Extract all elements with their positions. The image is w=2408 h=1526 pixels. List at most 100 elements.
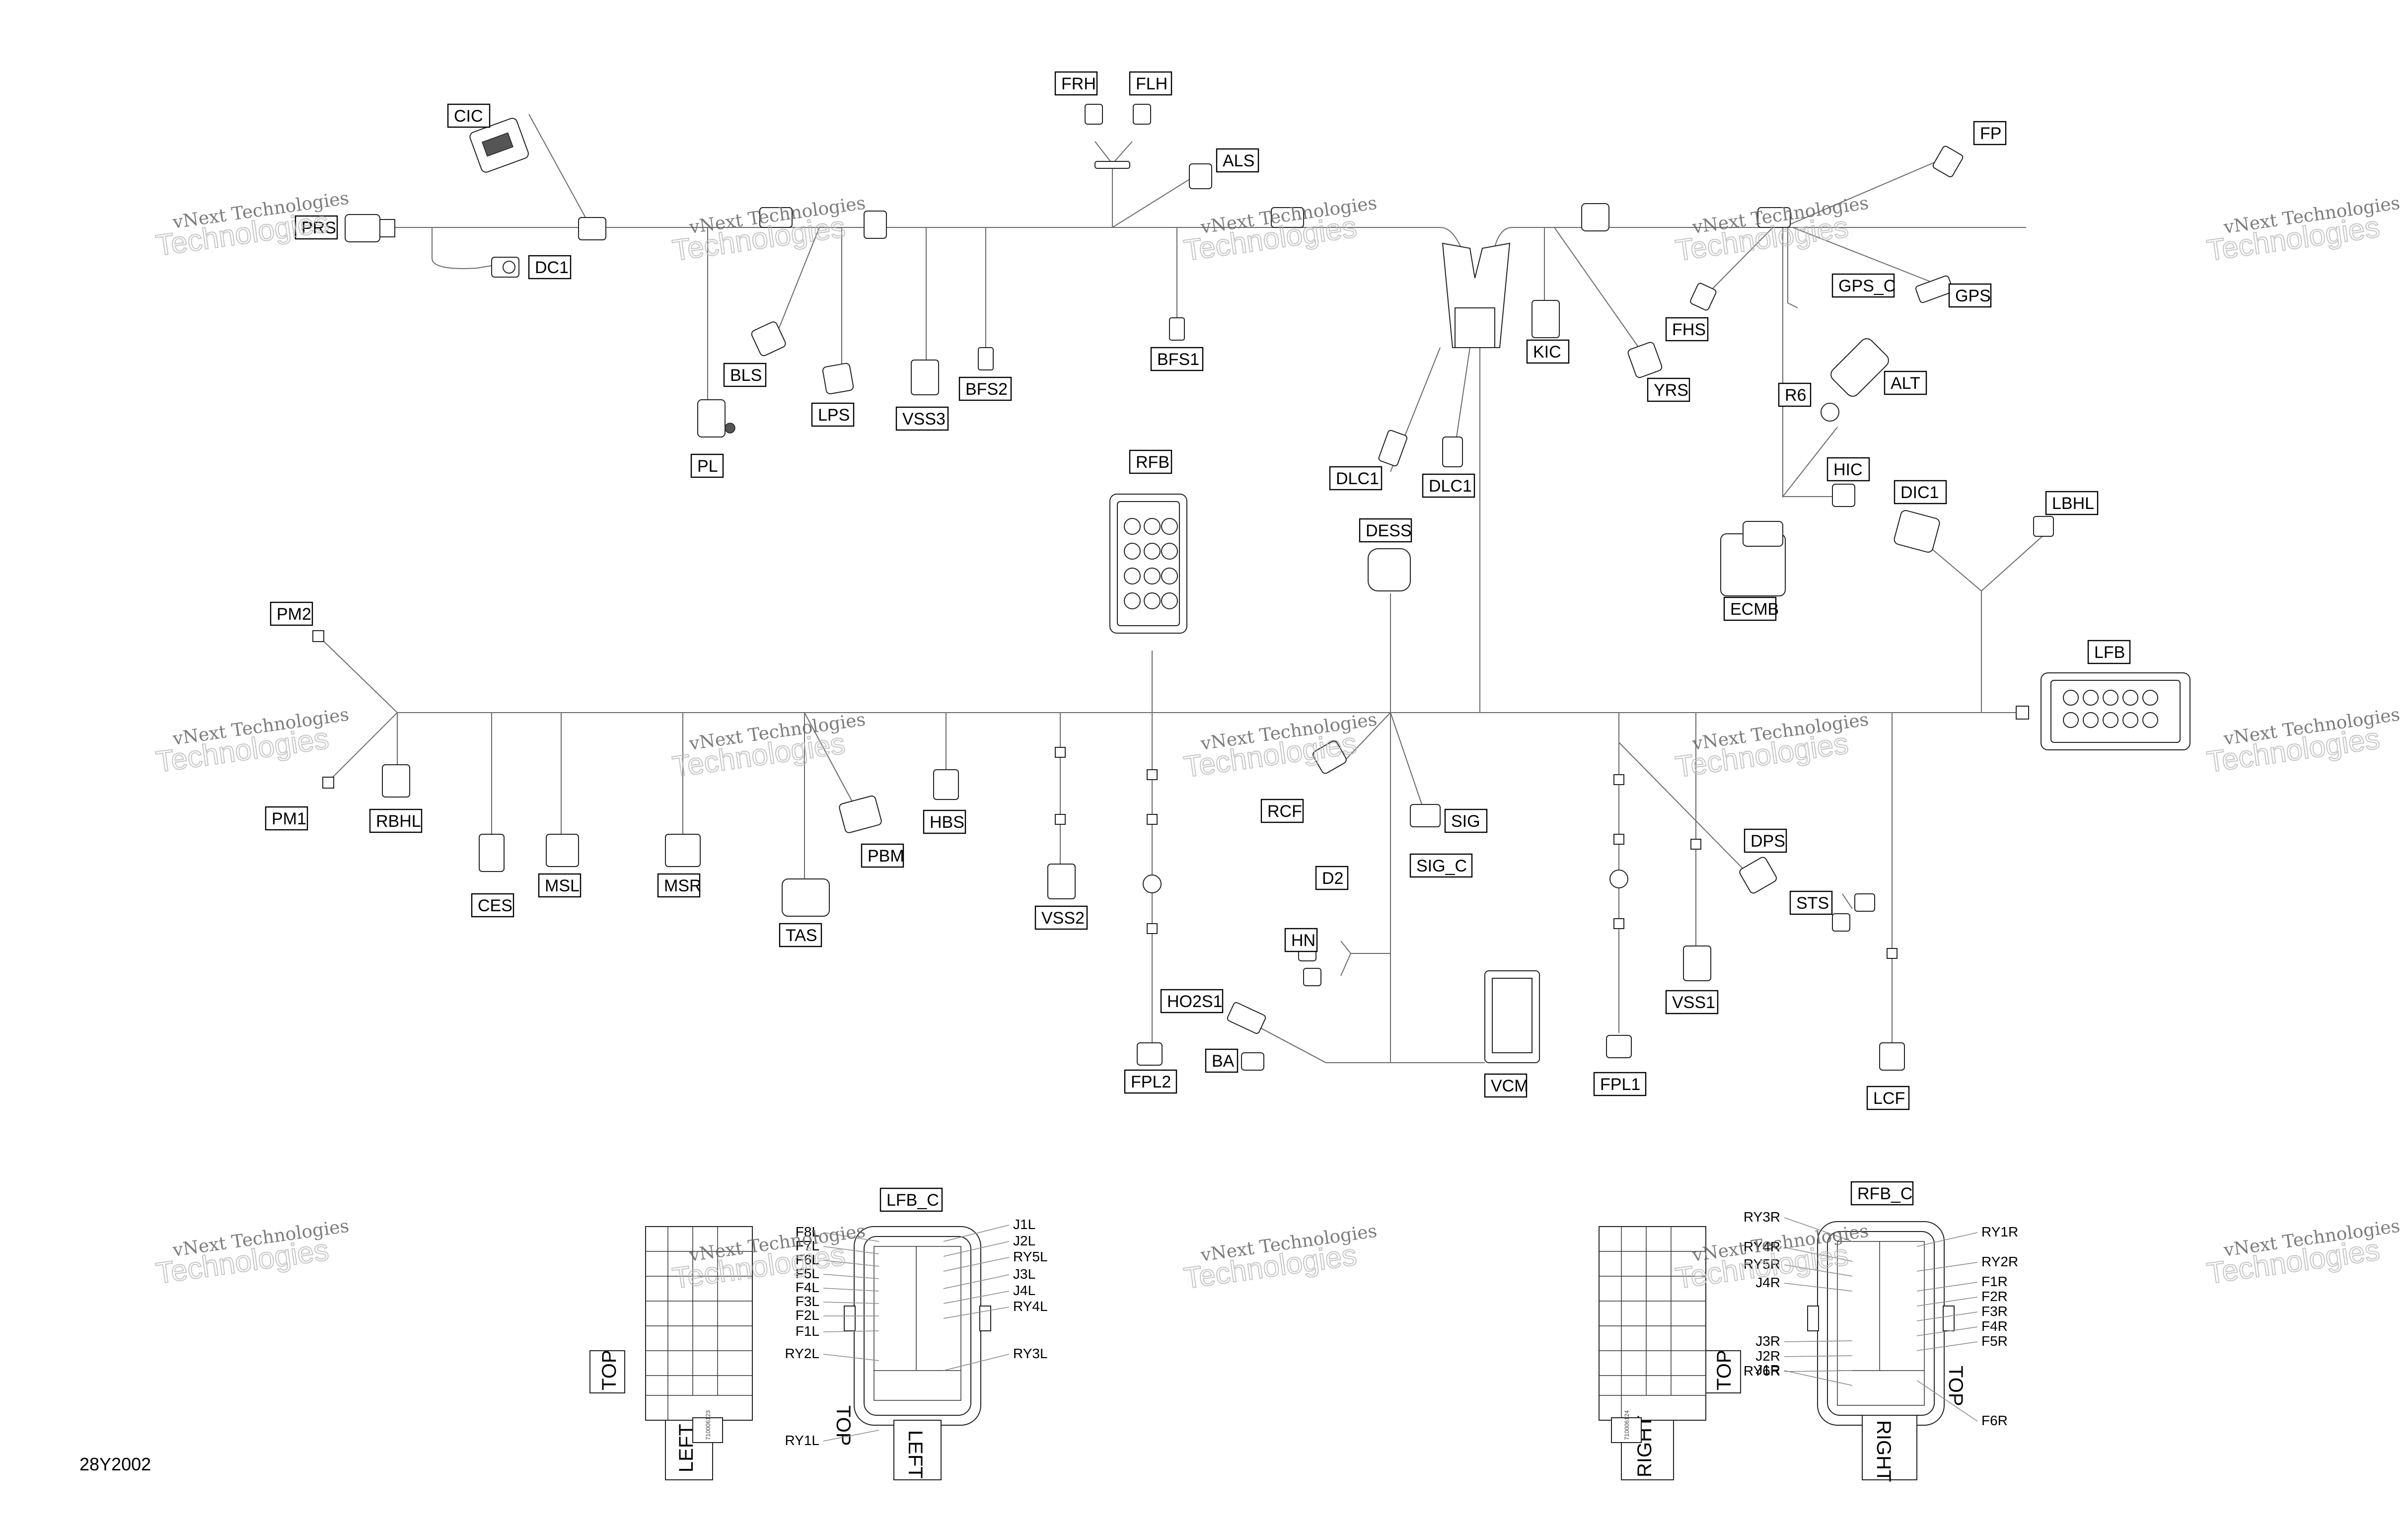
- frh-flh-splice: [1095, 161, 1130, 169]
- pin-label: J1R: [1755, 1362, 1780, 1378]
- label-text: LFB_C: [886, 1191, 939, 1210]
- label-r6: R6: [1778, 382, 1812, 407]
- label-lcf: LCF: [1866, 1086, 1910, 1110]
- label-text: VSS2: [1041, 909, 1085, 928]
- pin-label: RY5R: [1744, 1256, 1780, 1272]
- middle-trunk-clips: [1055, 706, 2029, 959]
- label-dlc1b: DLC1: [1422, 473, 1475, 498]
- pl-lamp-shape: [697, 399, 735, 437]
- label-text: BFS2: [965, 380, 1008, 399]
- label-text: PBM: [868, 847, 904, 866]
- vss1-sensor-shape: [1683, 945, 1711, 981]
- label-vss2: VSS2: [1034, 905, 1088, 930]
- label-text: MSR: [664, 876, 702, 895]
- label-text: PL: [697, 457, 718, 476]
- pin-label: F8L: [796, 1224, 819, 1239]
- label-lps: LPS: [811, 402, 855, 427]
- label-text: LBHL: [2052, 494, 2094, 513]
- label-lfb: LFB: [2087, 640, 2131, 664]
- label-text: BA: [1212, 1052, 1235, 1071]
- pin-label: F5L: [796, 1266, 819, 1281]
- pin-label: F3R: [1981, 1304, 2008, 1319]
- label-fpl2: FPL2: [1124, 1069, 1177, 1094]
- fp-connector-shape: [1932, 145, 1964, 177]
- dess-connector-shape: [1368, 548, 1411, 591]
- left-legend-top-tab: [589, 1350, 625, 1393]
- rfb-c-connector-detail: TOP RIGHT RY3RRY4RRY5RJ4RJ3RJ2RRY6RJ1RRY…: [1744, 1209, 2018, 1482]
- label-text: ECMB: [1730, 600, 1779, 619]
- label-text: DPS: [1751, 832, 1785, 851]
- pin-label: F6R: [1981, 1413, 2008, 1428]
- sig-connector-shape: [1410, 804, 1441, 827]
- label-lfb-c: LFB_C: [879, 1187, 943, 1212]
- label-text: HO2S1: [1167, 992, 1223, 1011]
- pin-label: J2R: [1755, 1348, 1780, 1364]
- label-rfb: RFB: [1129, 449, 1172, 474]
- label-text: SIG_C: [1416, 857, 1467, 875]
- label-als: ALS: [1216, 148, 1259, 173]
- label-kic: KIC: [1526, 339, 1570, 364]
- label-text: VSS3: [902, 410, 946, 429]
- ba-sensor-shape: [1241, 1052, 1264, 1071]
- rfb-c-pin-labels: RY3RRY4RRY5RJ4RJ3RJ2RRY6RJ1RRY1RRY2RF1RF…: [1744, 1209, 2018, 1428]
- label-text: FP: [1980, 124, 2001, 143]
- kic-connector-shape: [1532, 300, 1560, 338]
- right-legend-top-tab: [1705, 1350, 1741, 1393]
- label-frh: FRH: [1054, 71, 1098, 96]
- label-text: VSS1: [1672, 993, 1715, 1012]
- bfs2-switch-shape: [978, 347, 994, 370]
- pin-label: F1R: [1981, 1274, 2008, 1289]
- label-bls: BLS: [723, 363, 767, 387]
- label-vss1: VSS1: [1665, 990, 1719, 1015]
- lfb-c-side-text: LEFT: [904, 1430, 926, 1479]
- label-gps-c: GPS_C: [1831, 273, 1896, 298]
- label-rfb-c: RFB_C: [1850, 1181, 1914, 1206]
- fhs-connector-shape: [1690, 283, 1717, 311]
- label-text: ALT: [1891, 374, 1920, 393]
- rcf-connector-shape: [1313, 740, 1347, 774]
- pin-label: RY1R: [1981, 1224, 2018, 1239]
- label-prs: PRS: [294, 215, 338, 240]
- als-sensor-shape: [1189, 163, 1212, 189]
- label-fhs: FHS: [1665, 317, 1709, 342]
- dlc1-connector-a-shape: [1378, 430, 1408, 467]
- pin-label: F4L: [796, 1280, 819, 1295]
- label-text: DESS: [1366, 521, 1412, 540]
- label-text: TAS: [786, 926, 817, 945]
- label-text: STS: [1796, 894, 1829, 913]
- label-pm1: PM1: [265, 806, 308, 831]
- label-pm2: PM2: [270, 601, 313, 626]
- label-pbm: PBM: [861, 843, 904, 868]
- label-text: FLH: [1136, 74, 1168, 93]
- label-text: DIC1: [1900, 483, 1939, 502]
- label-ecmb: ECMB: [1723, 596, 1779, 621]
- lfb-fusebox-shape: [2041, 672, 2190, 750]
- label-bfs2: BFS2: [958, 376, 1012, 401]
- dic1-connector-shape: [1894, 510, 1940, 553]
- lbhl-connector-shape: [2033, 516, 2054, 537]
- rbhl-connector-shape: [382, 764, 410, 798]
- label-msr: MSR: [657, 873, 702, 898]
- vcm-module-shape: [1484, 970, 1540, 1063]
- right-legend-part-number: 710006124: [1623, 1410, 1630, 1440]
- label-yrs: YRS: [1647, 377, 1690, 402]
- ecmb-module-shape: [1720, 521, 1786, 596]
- label-text: RCF: [1267, 802, 1302, 821]
- pin-label: RY2L: [785, 1346, 819, 1361]
- label-text: SIG: [1451, 812, 1480, 831]
- cic-connector-shape: [469, 118, 529, 173]
- label-text: HBS: [930, 813, 964, 832]
- frh-connector-shape: [1085, 104, 1103, 125]
- label-text: ALS: [1223, 151, 1254, 170]
- ces-connector-shape: [479, 834, 505, 872]
- pin-label: J4R: [1755, 1275, 1780, 1290]
- pin-label: F6L: [796, 1252, 819, 1267]
- harness-components: [312, 104, 2190, 1071]
